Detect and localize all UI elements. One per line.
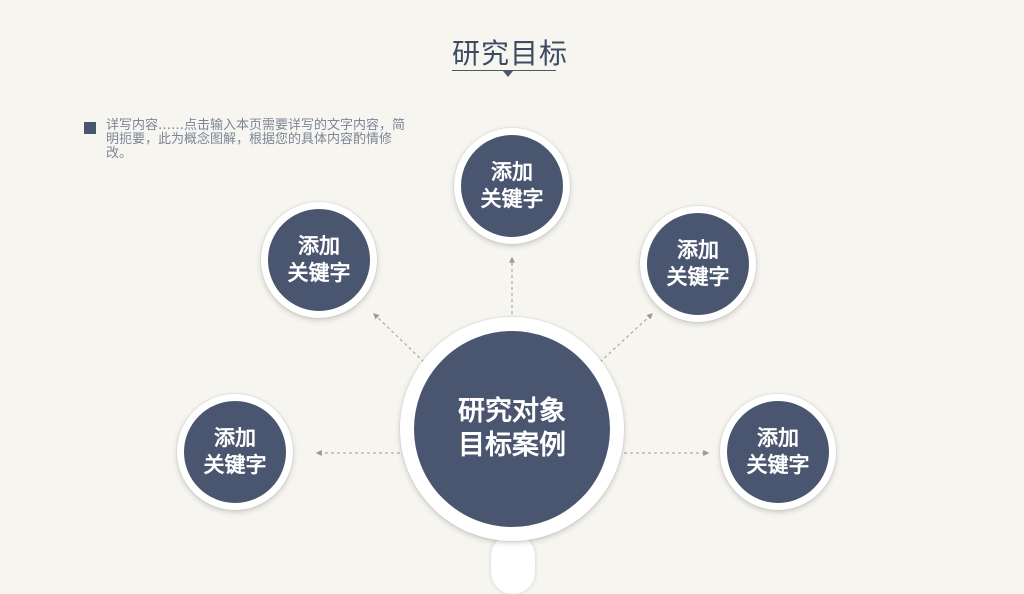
keyword-label-line2: 关键字 [203,453,267,477]
title-underline [452,70,556,71]
connector-upper-left [373,313,425,363]
keyword-label-line1: 添加 [214,426,256,450]
page-title: 研究目标 [451,37,568,70]
keyword-label-upper-left: 添加 关键字 [268,233,370,287]
connector-upper-right [599,313,653,363]
center-circle: 研究对象 目标案例 [400,317,624,541]
keyword-label-line2: 关键字 [480,187,544,211]
keyword-circle-top: 添加 关键字 [454,128,570,244]
keyword-label-upper-right: 添加 关键字 [647,237,749,291]
keyword-label-top: 添加 关键字 [461,159,563,213]
keyword-circle-upper-left: 添加 关键字 [261,202,377,318]
description-text: 详写内容……点击输入本页需要详写的文字内容，简明扼要，此为概念图解，根据您的具体… [106,118,406,161]
keyword-circle-upper-right: 添加 关键字 [640,206,756,322]
keyword-label-line1: 添加 [491,160,533,184]
magnifier-handle [491,534,535,594]
keyword-label-line1: 添加 [298,234,340,258]
keyword-label-right: 添加 关键字 [727,425,829,479]
description-note: 详写内容……点击输入本页需要详写的文字内容，简明扼要，此为概念图解，根据您的具体… [84,119,414,161]
center-label-line1: 研究对象 [458,396,566,427]
keyword-label-line2: 关键字 [746,453,810,477]
keyword-label-line2: 关键字 [287,261,351,285]
center-label: 研究对象 目标案例 [414,395,610,463]
keyword-label-line1: 添加 [677,238,719,262]
keyword-label-left: 添加 关键字 [184,425,286,479]
keyword-circle-right: 添加 关键字 [720,394,836,510]
title-caret-icon [503,71,513,77]
keyword-label-line2: 关键字 [666,265,730,289]
keyword-label-line1: 添加 [757,426,799,450]
bullet-square-icon [84,122,96,134]
keyword-circle-left: 添加 关键字 [177,394,293,510]
connector-lines [315,256,710,456]
center-label-line2: 目标案例 [458,430,566,461]
